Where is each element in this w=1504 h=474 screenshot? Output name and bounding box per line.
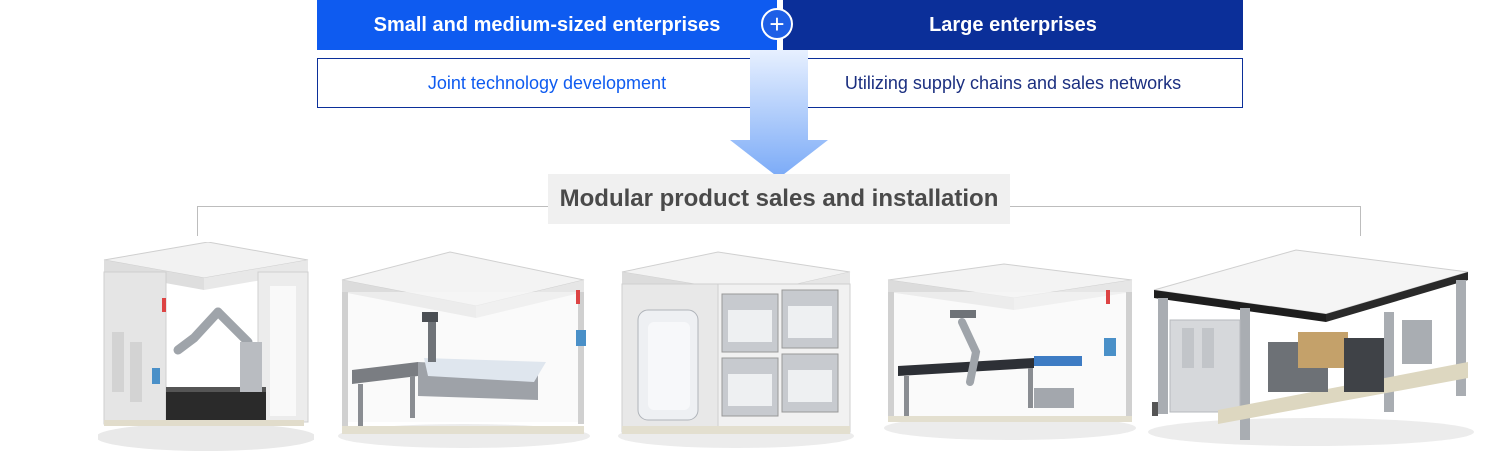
modular-sales-text: Modular product sales and installation bbox=[559, 185, 999, 212]
sme-header: Small and medium-sized enterprises bbox=[317, 0, 777, 50]
bracket-left-vertical bbox=[197, 206, 198, 236]
large-subbox: Utilizing supply chains and sales networ… bbox=[783, 58, 1243, 108]
modular-sales-label: Modular product sales and installation bbox=[548, 174, 1010, 224]
conveyor-robot-cell-image bbox=[338, 251, 590, 448]
bracket-right-vertical bbox=[1360, 206, 1361, 236]
bracket-left-horizontal bbox=[197, 206, 548, 207]
palletizing-robot-cell-image bbox=[98, 242, 314, 451]
bracket-right-horizontal bbox=[1010, 206, 1360, 207]
storage-shelving-cell-image bbox=[618, 251, 854, 448]
sme-sub-label: Joint technology development bbox=[427, 72, 667, 93]
large-enterprise-header-label: Large enterprises bbox=[929, 13, 1097, 36]
large-sub-label: Utilizing supply chains and sales networ… bbox=[844, 72, 1182, 93]
packaging-line-cell-image bbox=[1148, 249, 1474, 446]
plus-icon: + bbox=[761, 8, 793, 40]
sme-subbox: Joint technology development bbox=[317, 58, 777, 108]
workbench-robot-cell-image bbox=[884, 263, 1136, 440]
plus-symbol: + bbox=[769, 9, 785, 39]
large-enterprise-header: Large enterprises bbox=[783, 0, 1243, 50]
down-arrow-icon bbox=[730, 50, 828, 178]
sme-header-label: Small and medium-sized enterprises bbox=[373, 13, 721, 36]
